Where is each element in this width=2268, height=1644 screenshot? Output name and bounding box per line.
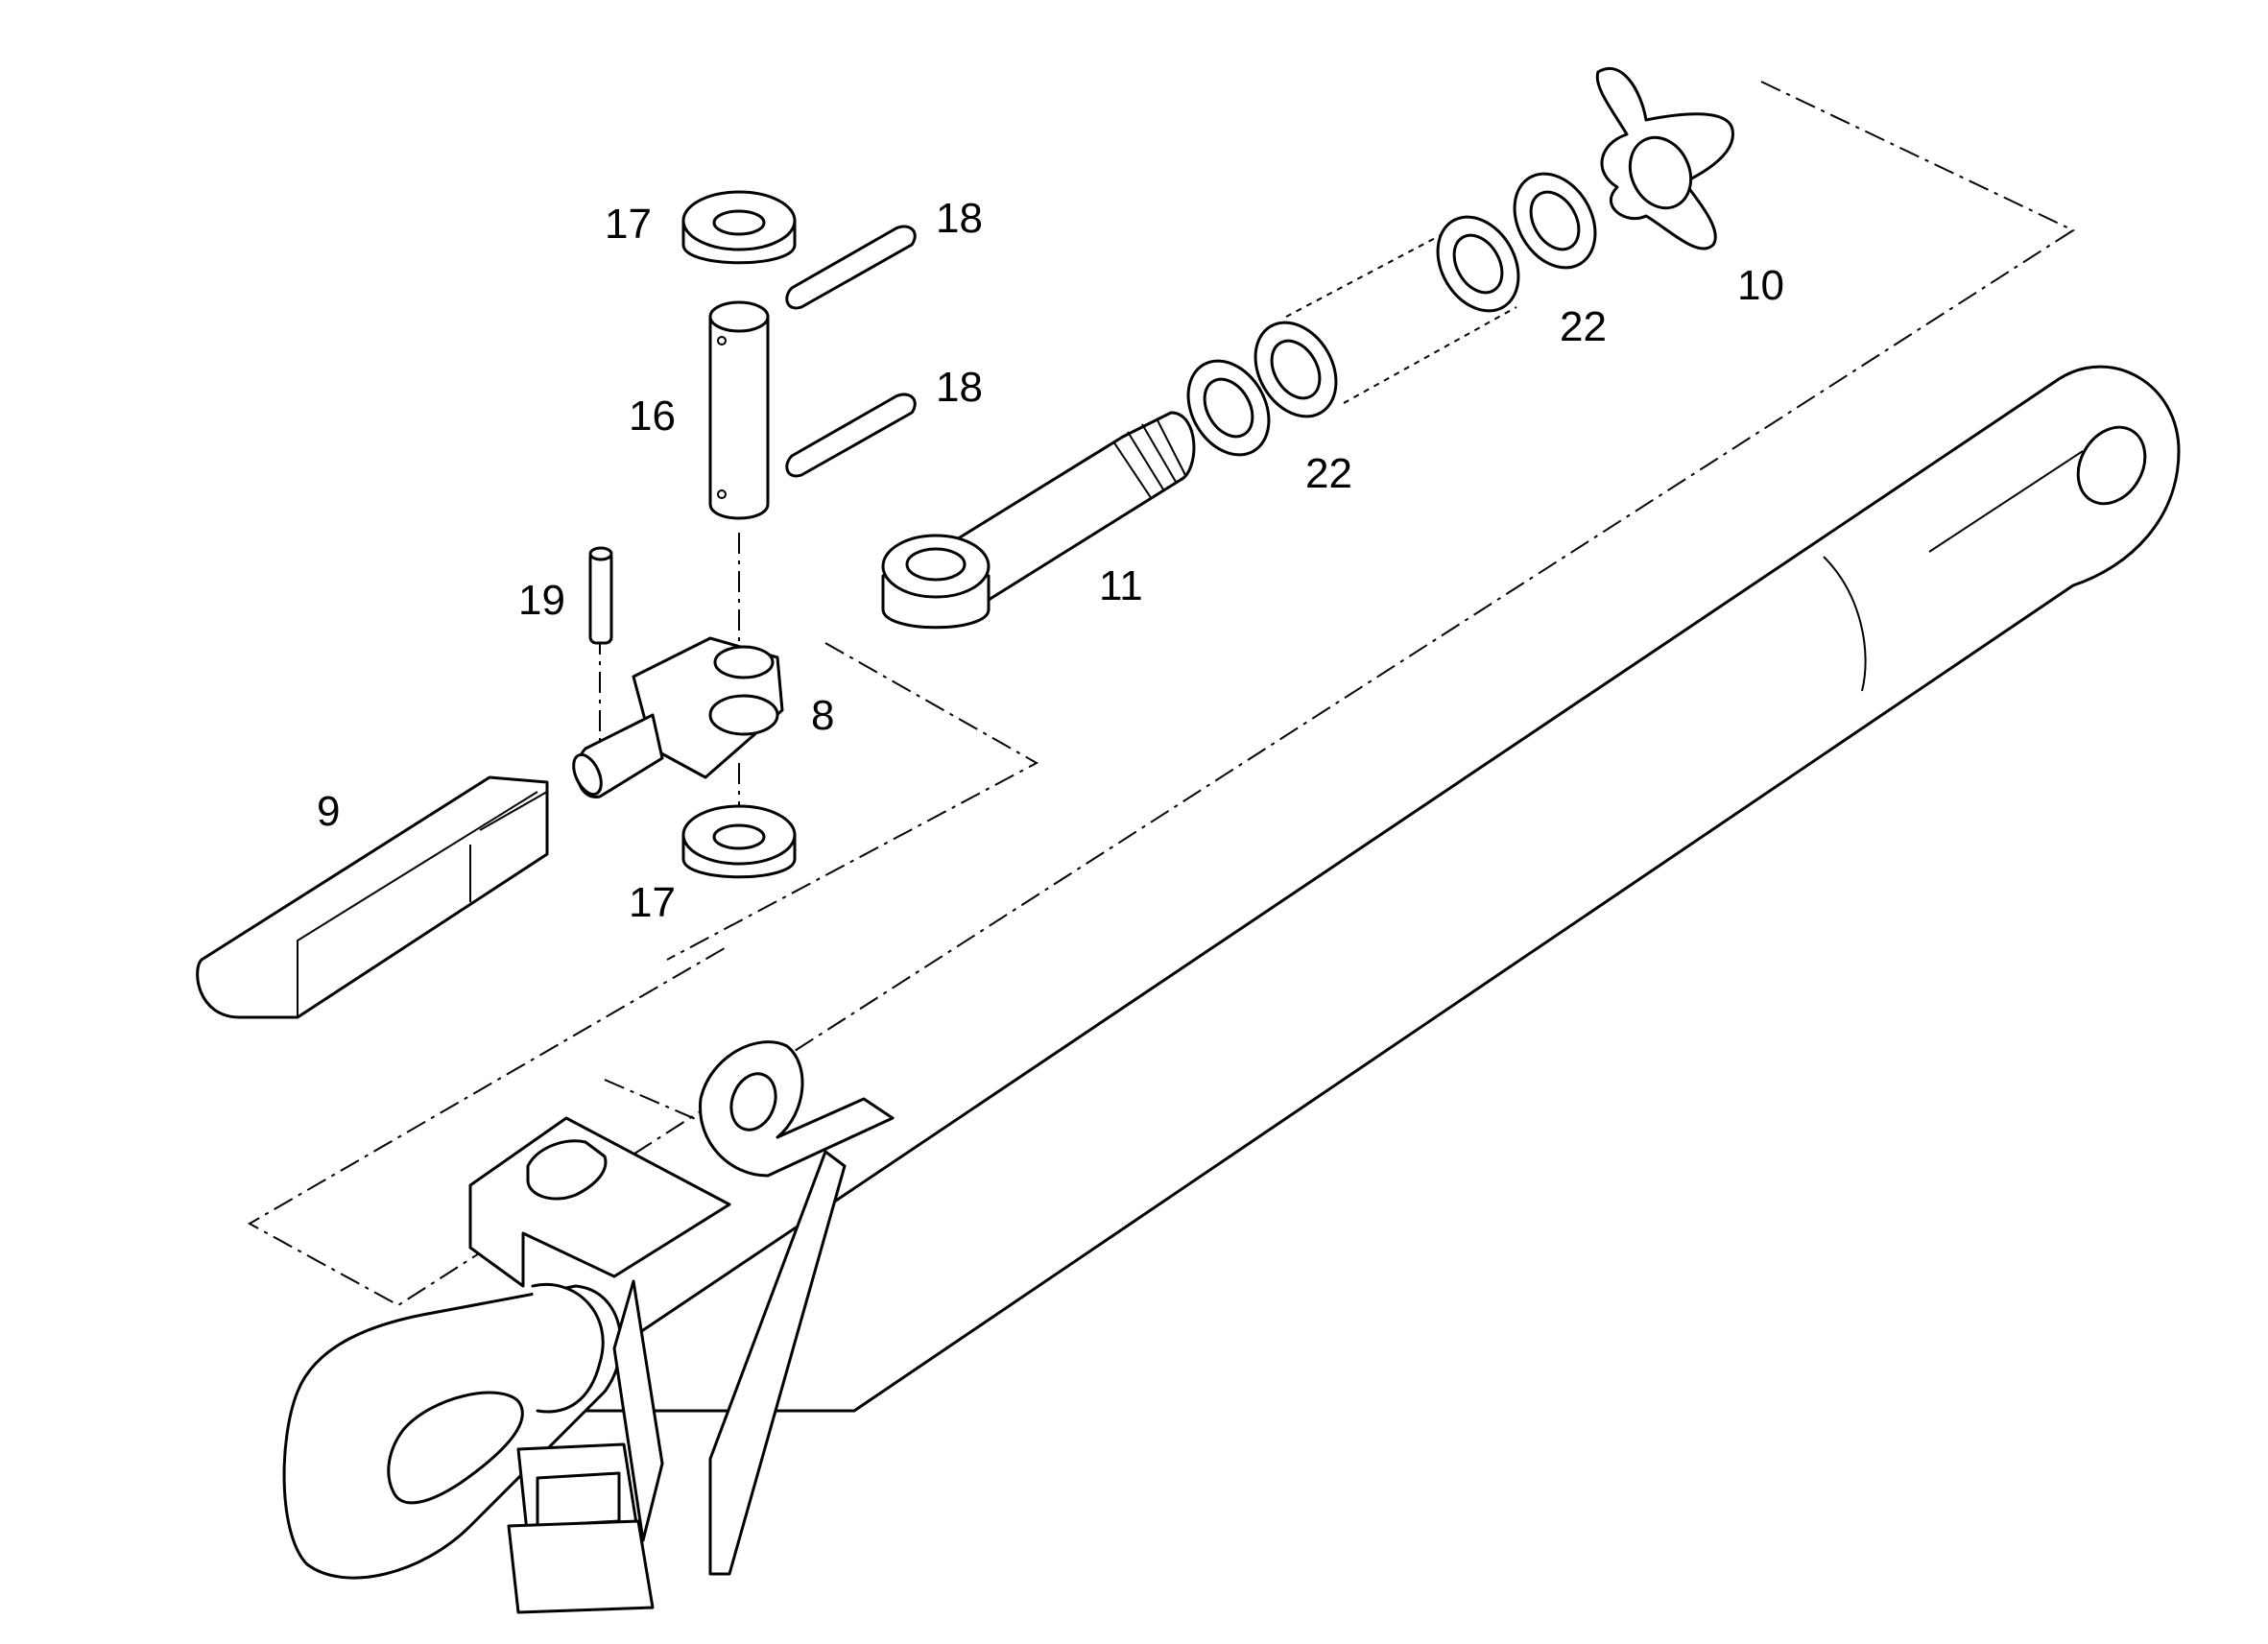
part-10-star-knob [1595, 67, 1734, 250]
callout-22-lower: 22 [1305, 450, 1352, 497]
part-17-washer-top [681, 190, 797, 265]
part-16-pin [708, 300, 770, 520]
part-19-roll-pin [588, 546, 613, 645]
part-11-eye-bolt [881, 411, 1196, 630]
callout-16: 16 [629, 393, 676, 440]
callout-19: 19 [518, 577, 565, 624]
guide-line-upper [247, 81, 2076, 1307]
guide-line-lower [666, 642, 1039, 961]
part-17-washer-bottom [681, 804, 797, 879]
callout-18-bottom: 18 [936, 364, 983, 411]
callout-9: 9 [317, 788, 340, 835]
arm-bracket [468, 1040, 895, 1614]
callout-11: 11 [1099, 562, 1143, 609]
part-18-cotter-pin-top [785, 225, 917, 310]
part-22-washer-pair-1 [1186, 321, 1338, 457]
main-arm [282, 365, 2181, 1580]
callout-17-bottom: 17 [629, 879, 676, 926]
callout-8: 8 [811, 692, 834, 739]
guide-line-washers-bottom [1343, 306, 1517, 404]
part-8-clevis [572, 636, 784, 798]
part-22-washer-pair-2 [1436, 172, 1597, 313]
callout-10: 10 [1737, 262, 1784, 309]
part-9-slotted-plate [196, 775, 549, 1019]
callout-17-top: 17 [605, 201, 652, 248]
callouts: 17 18 18 16 19 8 9 17 11 22 22 10 [317, 195, 1784, 926]
callout-22-upper: 22 [1560, 303, 1607, 350]
part-18-cotter-pin-bottom [785, 393, 917, 478]
callout-18-top: 18 [936, 195, 983, 242]
guide-line-washers-top [1285, 225, 1460, 318]
